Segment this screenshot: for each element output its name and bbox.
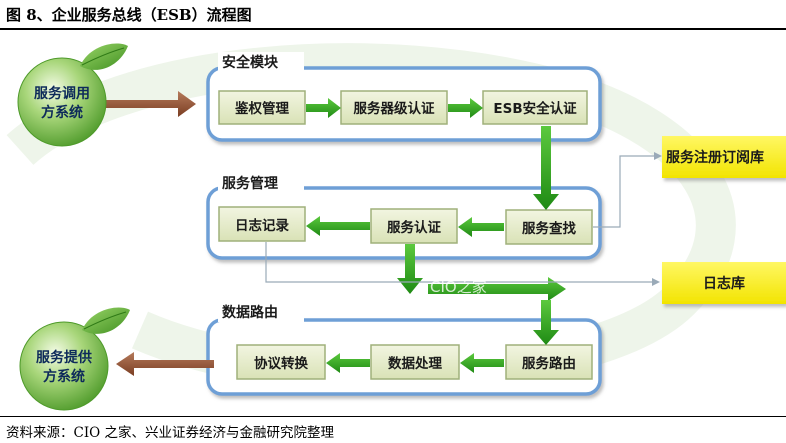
node-service-route: 服务路由 (505, 344, 593, 380)
arrow-esb-cert-to-service-lookup (533, 126, 559, 210)
svg-text:鉴权管理: 鉴权管理 (234, 100, 289, 117)
arrow-service-lookup-to-service-auth (458, 217, 504, 237)
section-label-security: 安全模块 (222, 54, 279, 71)
section-label-service-mgmt: 服务管理 (222, 175, 278, 192)
svg-text:日志记录: 日志记录 (235, 217, 289, 234)
arrow-to-log-db (428, 277, 566, 301)
leaf-icon (80, 43, 128, 70)
bottom-rule (0, 416, 786, 417)
node-registry: 服务注册订阅库 (662, 136, 786, 178)
connector-logging-to-log-db (265, 242, 652, 283)
svg-text:方系统: 方系统 (43, 368, 85, 385)
svg-text:方系统: 方系统 (41, 104, 83, 121)
arrow-data-proc-to-protocol-conv (326, 353, 370, 373)
node-service-lookup: 服务查找 (505, 209, 593, 245)
arrow-service-auth-to-logging (306, 216, 370, 236)
node-service-cert: 服务器级认证 (340, 90, 448, 125)
svg-text:服务提供: 服务提供 (36, 349, 92, 366)
arrow-consumer-to-security (100, 91, 196, 117)
svg-text:服务路由: 服务路由 (522, 355, 576, 372)
node-service-auth: 服务认证 (370, 208, 458, 244)
node-authz: 鉴权管理 (218, 90, 306, 125)
figure-title: 图 8、企业服务总线（ESB）流程图 (6, 6, 252, 24)
node-protocol-conv: 协议转换 (236, 344, 326, 380)
arrow-authz-to-service-cert (306, 98, 341, 118)
top-rule (0, 28, 786, 30)
arrow-routing-to-provider (116, 352, 214, 376)
arrow-into-service-route (533, 300, 559, 345)
connector-lookup-to-registry (593, 155, 654, 228)
node-esb-cert: ESB安全认证 (482, 90, 588, 125)
arrow-service-route-to-data-proc (460, 353, 504, 373)
arrow-service-cert-to-esb-cert (448, 98, 483, 118)
svg-text:服务注册订阅库: 服务注册订阅库 (666, 149, 764, 166)
svg-text:服务器级认证: 服务器级认证 (354, 100, 435, 117)
node-consumer: 服务调用 方系统 (17, 43, 128, 147)
svg-text:数据处理: 数据处理 (388, 355, 442, 372)
source-note: 资料来源：CIO 之家、兴业证券经济与金融研究院整理 (6, 425, 335, 441)
node-log-db: 日志库 (662, 262, 786, 304)
section-label-data-routing: 数据路由 (222, 304, 278, 321)
svg-text:服务查找: 服务查找 (522, 220, 576, 237)
svg-text:ESB安全认证: ESB安全认证 (493, 100, 577, 117)
svg-text:协议转换: 协议转换 (254, 355, 308, 372)
svg-text:服务认证: 服务认证 (387, 219, 441, 236)
node-logging: 日志记录 (218, 206, 306, 242)
node-data-proc: 数据处理 (370, 344, 460, 380)
svg-text:日志库: 日志库 (703, 275, 745, 292)
node-provider: 服务提供 方系统 (19, 307, 130, 411)
leaf-icon (82, 307, 130, 334)
svg-text:服务调用: 服务调用 (34, 85, 90, 102)
watermark: CIO之家 (430, 278, 487, 296)
